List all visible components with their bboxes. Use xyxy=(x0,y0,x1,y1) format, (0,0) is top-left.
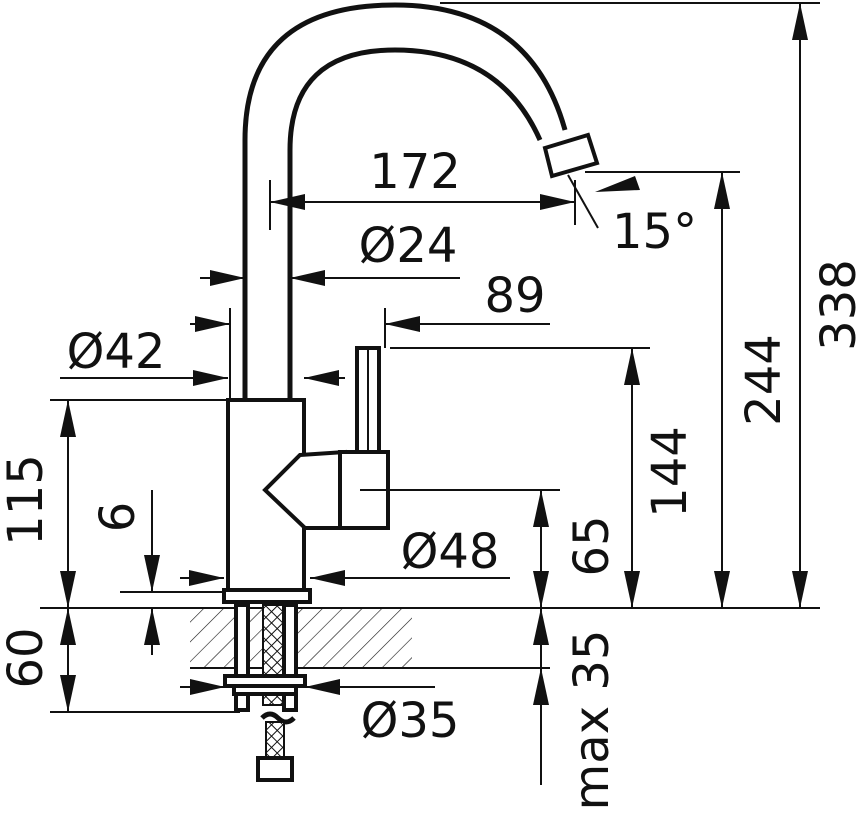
angle-line-15 xyxy=(567,174,599,229)
hose-break-mark xyxy=(260,711,296,725)
aerator xyxy=(542,132,600,179)
arrow-144-top xyxy=(624,348,640,385)
arrow-35d-left xyxy=(190,679,225,695)
arrow-172-right xyxy=(540,194,575,210)
arrow-338-top xyxy=(792,3,808,40)
arrow-89-left xyxy=(195,316,230,332)
arrow-42-right xyxy=(304,370,339,386)
spout-outer xyxy=(242,2,568,400)
label-body-diameter-top: Ø42 xyxy=(67,324,166,380)
dimension-labels: 172 15° Ø24 89 Ø42 Ø48 Ø35 338 244 144 6… xyxy=(0,144,861,810)
label-base-height: 65 xyxy=(564,515,620,576)
arrow-42-left xyxy=(193,370,228,386)
arrow-35-top xyxy=(533,608,549,645)
label-handle-height: 144 xyxy=(642,426,698,518)
arrow-244-bottom xyxy=(714,571,730,608)
arrow-15 xyxy=(595,176,640,192)
arrow-244-top xyxy=(714,172,730,209)
arrow-60-top xyxy=(60,608,76,645)
arrow-115-bottom xyxy=(60,571,76,608)
mounting-nut xyxy=(232,684,298,696)
arrow-338-bottom xyxy=(792,571,808,608)
arrow-65-bottom xyxy=(533,571,549,608)
arrow-115-top xyxy=(60,400,76,437)
faucet xyxy=(222,2,600,782)
label-reach: 172 xyxy=(369,144,461,200)
dimension-lines xyxy=(50,2,820,785)
countertop xyxy=(40,607,820,669)
arrow-6-top xyxy=(144,555,160,592)
label-body-height: 115 xyxy=(0,454,54,546)
countertop-hatch xyxy=(190,608,412,668)
arrow-60-bottom xyxy=(60,675,76,712)
label-tube-diameter: Ø24 xyxy=(359,218,458,274)
arrow-35d-right xyxy=(305,679,340,695)
arrow-172-left xyxy=(270,194,305,210)
label-spout-angle: 15° xyxy=(612,204,697,260)
hose-connector xyxy=(256,756,294,782)
spout-inner xyxy=(287,47,543,400)
label-mount-depth: 60 xyxy=(0,627,54,688)
arrow-48-right xyxy=(310,570,345,586)
handle-joint xyxy=(262,449,347,530)
arrow-6-bottom xyxy=(144,608,160,645)
arrow-24-right xyxy=(290,270,325,286)
arrow-144-bottom xyxy=(624,571,640,608)
body-base-ring xyxy=(222,588,312,604)
arrow-89-right xyxy=(385,316,420,332)
arrow-35-bottom xyxy=(533,668,549,705)
label-thread-diameter: Ø35 xyxy=(361,693,460,749)
arrow-24-left xyxy=(210,270,245,286)
arrow-48-left xyxy=(189,570,224,586)
arrow-65-top xyxy=(533,490,549,527)
label-spout-height: 244 xyxy=(736,334,792,426)
supply-hose-lower xyxy=(265,721,285,759)
label-total-height: 338 xyxy=(811,259,861,351)
label-handle-offset: 89 xyxy=(484,268,545,324)
label-base-diameter: Ø48 xyxy=(401,524,500,580)
label-base-thickness: 6 xyxy=(90,502,146,533)
label-max-thickness: max 35 xyxy=(564,630,620,811)
